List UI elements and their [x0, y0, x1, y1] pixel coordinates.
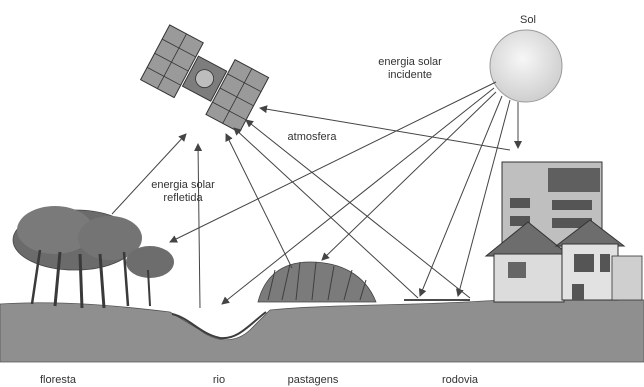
sun-label: Sol	[520, 14, 536, 26]
satellite-icon	[139, 24, 270, 133]
road-label: rodovia	[441, 374, 479, 386]
incident-energy-line2: incidente	[387, 69, 433, 81]
incident-energy-line1: energia solar	[378, 56, 442, 68]
house-icon	[484, 219, 643, 303]
incident-energy-label: energia solar incidente	[360, 56, 460, 82]
reflected-energy-line1: energia solar	[151, 179, 215, 191]
sun-icon	[489, 29, 563, 103]
reflected-energy-label: energia solar refletida	[138, 179, 228, 205]
incident-rays	[169, 81, 522, 305]
reflected-rays	[111, 105, 511, 309]
river-label: rio	[212, 374, 226, 386]
river	[171, 311, 267, 340]
pasture-label: pastagens	[287, 374, 339, 386]
ground	[0, 297, 644, 363]
atmosphere-label: atmosfera	[287, 131, 337, 143]
grass-icon	[257, 261, 377, 303]
tree-icon	[12, 206, 174, 309]
reflected-energy-line2: refletida	[163, 192, 203, 204]
forest-label: floresta	[39, 374, 77, 386]
